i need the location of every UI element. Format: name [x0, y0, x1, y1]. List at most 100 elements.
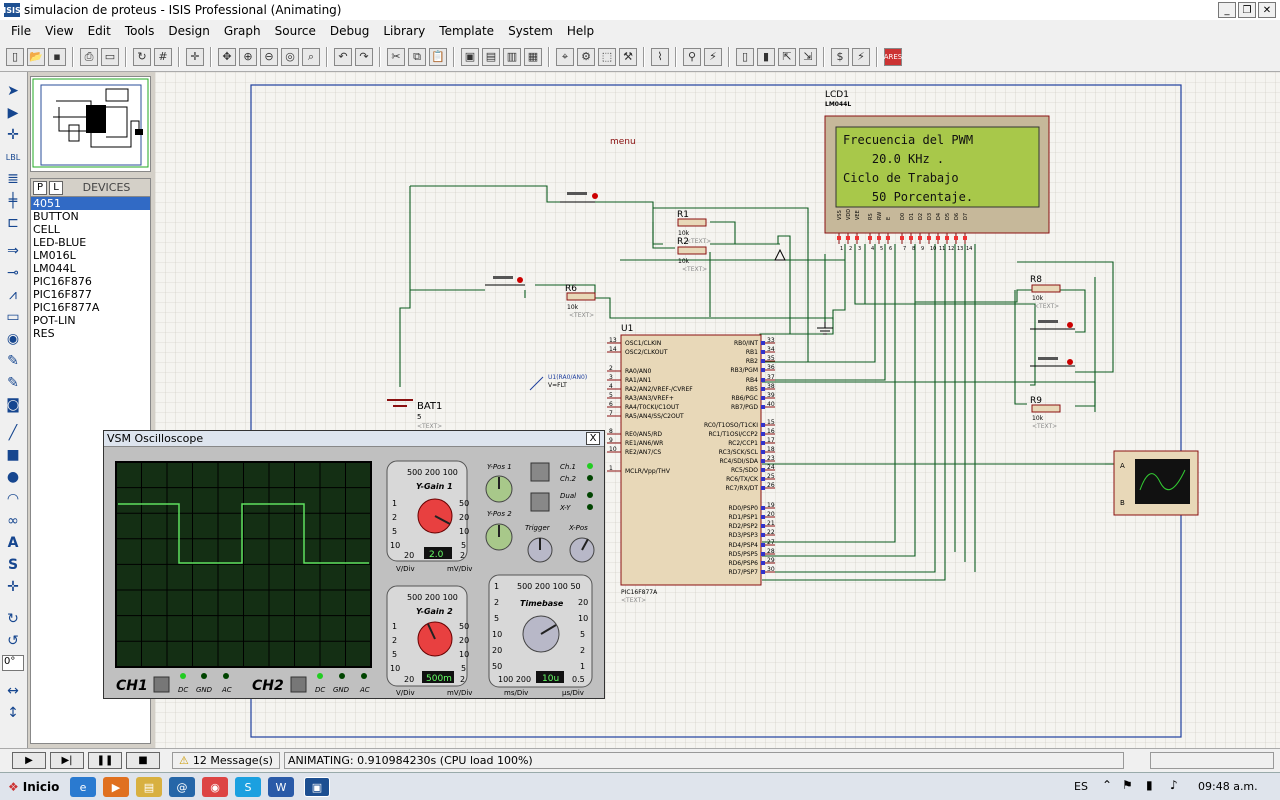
rotate-anticlockwise-icon[interactable]: ↺: [4, 632, 22, 650]
device-pins-icon[interactable]: ⊸: [4, 264, 22, 282]
save-icon[interactable]: ▪: [48, 48, 66, 66]
internet-explorer-icon[interactable]: e: [70, 777, 96, 797]
menu-tools[interactable]: Tools: [118, 24, 162, 38]
play-button[interactable]: ▶: [12, 752, 46, 769]
isis-taskbar-icon[interactable]: ▣: [304, 777, 330, 797]
clock[interactable]: 09:48 a.m.: [1198, 780, 1258, 793]
zoom-in-icon[interactable]: ⊕: [239, 48, 257, 66]
menu-edit[interactable]: Edit: [81, 24, 118, 38]
chrome-icon[interactable]: ◉: [202, 777, 228, 797]
signal-icon[interactable]: ▮: [1146, 778, 1153, 792]
wire-autorouter-icon[interactable]: ⌇: [651, 48, 669, 66]
ch1-select-button[interactable]: [531, 463, 549, 481]
device-item[interactable]: PIC16F877: [31, 288, 150, 301]
block-copy-icon[interactable]: ▣: [461, 48, 479, 66]
electrical-check-icon[interactable]: ⚡: [852, 48, 870, 66]
word-icon[interactable]: W: [268, 777, 294, 797]
open-folder-icon[interactable]: 📂: [27, 48, 45, 66]
terminals-icon[interactable]: ⇒: [4, 242, 22, 260]
mirror-vertical-icon[interactable]: ↕: [4, 704, 22, 722]
device-item[interactable]: BUTTON: [31, 210, 150, 223]
device-item[interactable]: POT-LIN: [31, 314, 150, 327]
menu-graph[interactable]: Graph: [217, 24, 268, 38]
close-button[interactable]: ✕: [1258, 2, 1276, 18]
selection-mode-icon[interactable]: ➤: [4, 82, 22, 100]
file-explorer-icon[interactable]: ▤: [136, 777, 162, 797]
overview-window[interactable]: [30, 76, 151, 172]
ch1-gnd-label[interactable]: GND: [196, 686, 213, 694]
subcircuit-icon[interactable]: ⊏: [4, 214, 22, 232]
volume-icon[interactable]: ♪: [1170, 778, 1178, 792]
ch2-invert-button[interactable]: [291, 677, 306, 692]
new-file-icon[interactable]: ▯: [6, 48, 24, 66]
pick-devices-button[interactable]: P: [33, 181, 47, 195]
paste-icon[interactable]: 📋: [429, 48, 447, 66]
start-button[interactable]: ❖ Inicio: [2, 777, 65, 797]
origin-icon[interactable]: ✛: [186, 48, 204, 66]
ch2-ac-label[interactable]: AC: [359, 686, 370, 694]
mirror-horizontal-icon[interactable]: ↔: [4, 682, 22, 700]
tray-expand-icon[interactable]: ⌃: [1102, 778, 1112, 792]
menu-template[interactable]: Template: [432, 24, 501, 38]
marker-icon[interactable]: ✛: [4, 578, 22, 596]
rotation-angle-field[interactable]: 0°: [2, 655, 24, 671]
pick-device-icon[interactable]: ⌖: [556, 48, 574, 66]
vsm-oscilloscope-window[interactable]: VSM Oscilloscope X 500 200 100 Y-Gain 1 …: [103, 430, 605, 699]
refresh-icon[interactable]: ↻: [133, 48, 151, 66]
decompose-icon[interactable]: ⚒: [619, 48, 637, 66]
grid-icon[interactable]: #: [154, 48, 172, 66]
pause-button[interactable]: ❚❚: [88, 752, 122, 769]
copy-icon[interactable]: ⧉: [408, 48, 426, 66]
app-icon[interactable]: @: [169, 777, 195, 797]
zoom-area-icon[interactable]: ⌕: [302, 48, 320, 66]
buses-icon[interactable]: ╪: [4, 192, 22, 210]
stop-button[interactable]: ■: [126, 752, 160, 769]
library-manager-button[interactable]: L: [49, 181, 63, 195]
device-item[interactable]: CELL: [31, 223, 150, 236]
menu-view[interactable]: View: [38, 24, 80, 38]
print-icon[interactable]: ⎙: [80, 48, 98, 66]
exit-to-parent-icon[interactable]: ⇱: [778, 48, 796, 66]
oscilloscope-symbol[interactable]: A B: [1114, 451, 1198, 515]
network-icon[interactable]: ⚑: [1122, 778, 1133, 792]
wire-label-icon[interactable]: LBL: [4, 148, 22, 166]
property-tool-icon[interactable]: ⚡: [704, 48, 722, 66]
skype-icon[interactable]: S: [235, 777, 261, 797]
junction-dot-icon[interactable]: ✛: [4, 126, 22, 144]
language-indicator[interactable]: ES: [1074, 780, 1088, 793]
search-tag-icon[interactable]: ⚲: [683, 48, 701, 66]
step-button[interactable]: ▶|: [50, 752, 84, 769]
graph-mode-icon[interactable]: ⩘: [4, 286, 22, 304]
generator-icon[interactable]: ◉: [4, 330, 22, 348]
menu-source[interactable]: Source: [268, 24, 323, 38]
ch1-ac-label[interactable]: AC: [221, 686, 232, 694]
new-sheet-icon[interactable]: ▯: [736, 48, 754, 66]
box-icon[interactable]: ■: [4, 446, 22, 464]
text-script-icon[interactable]: ≣: [4, 170, 22, 188]
symbol-icon[interactable]: S: [4, 556, 22, 574]
device-item[interactable]: 4051: [31, 197, 150, 210]
microcontroller-u1[interactable]: U1 PIC16F877A <TEXT> 13OSC1/CLKIN14OSC2/…: [607, 324, 775, 604]
menu-design[interactable]: Design: [161, 24, 216, 38]
path-icon[interactable]: ∞: [4, 512, 22, 530]
media-player-icon[interactable]: ▶: [103, 777, 129, 797]
ares-icon[interactable]: ARES: [884, 48, 902, 66]
rotate-clockwise-icon[interactable]: ↻: [4, 610, 22, 628]
menu-debug[interactable]: Debug: [323, 24, 376, 38]
cut-icon[interactable]: ✂: [387, 48, 405, 66]
device-item[interactable]: RES: [31, 327, 150, 340]
menu-library[interactable]: Library: [376, 24, 432, 38]
minimize-button[interactable]: _: [1218, 2, 1236, 18]
line-icon[interactable]: ╱: [4, 424, 22, 442]
circle-icon[interactable]: ●: [4, 468, 22, 486]
device-item[interactable]: LED-BLUE: [31, 236, 150, 249]
block-move-icon[interactable]: ▤: [482, 48, 500, 66]
virtual-instruments-icon[interactable]: ◙: [4, 396, 22, 414]
undo-icon[interactable]: ↶: [334, 48, 352, 66]
tape-recorder-icon[interactable]: ▭: [4, 308, 22, 326]
zoom-all-icon[interactable]: ◎: [281, 48, 299, 66]
device-item[interactable]: LM044L: [31, 262, 150, 275]
current-probe-icon[interactable]: ✎: [4, 374, 22, 392]
dual-select-button[interactable]: [531, 493, 549, 511]
redo-icon[interactable]: ↷: [355, 48, 373, 66]
